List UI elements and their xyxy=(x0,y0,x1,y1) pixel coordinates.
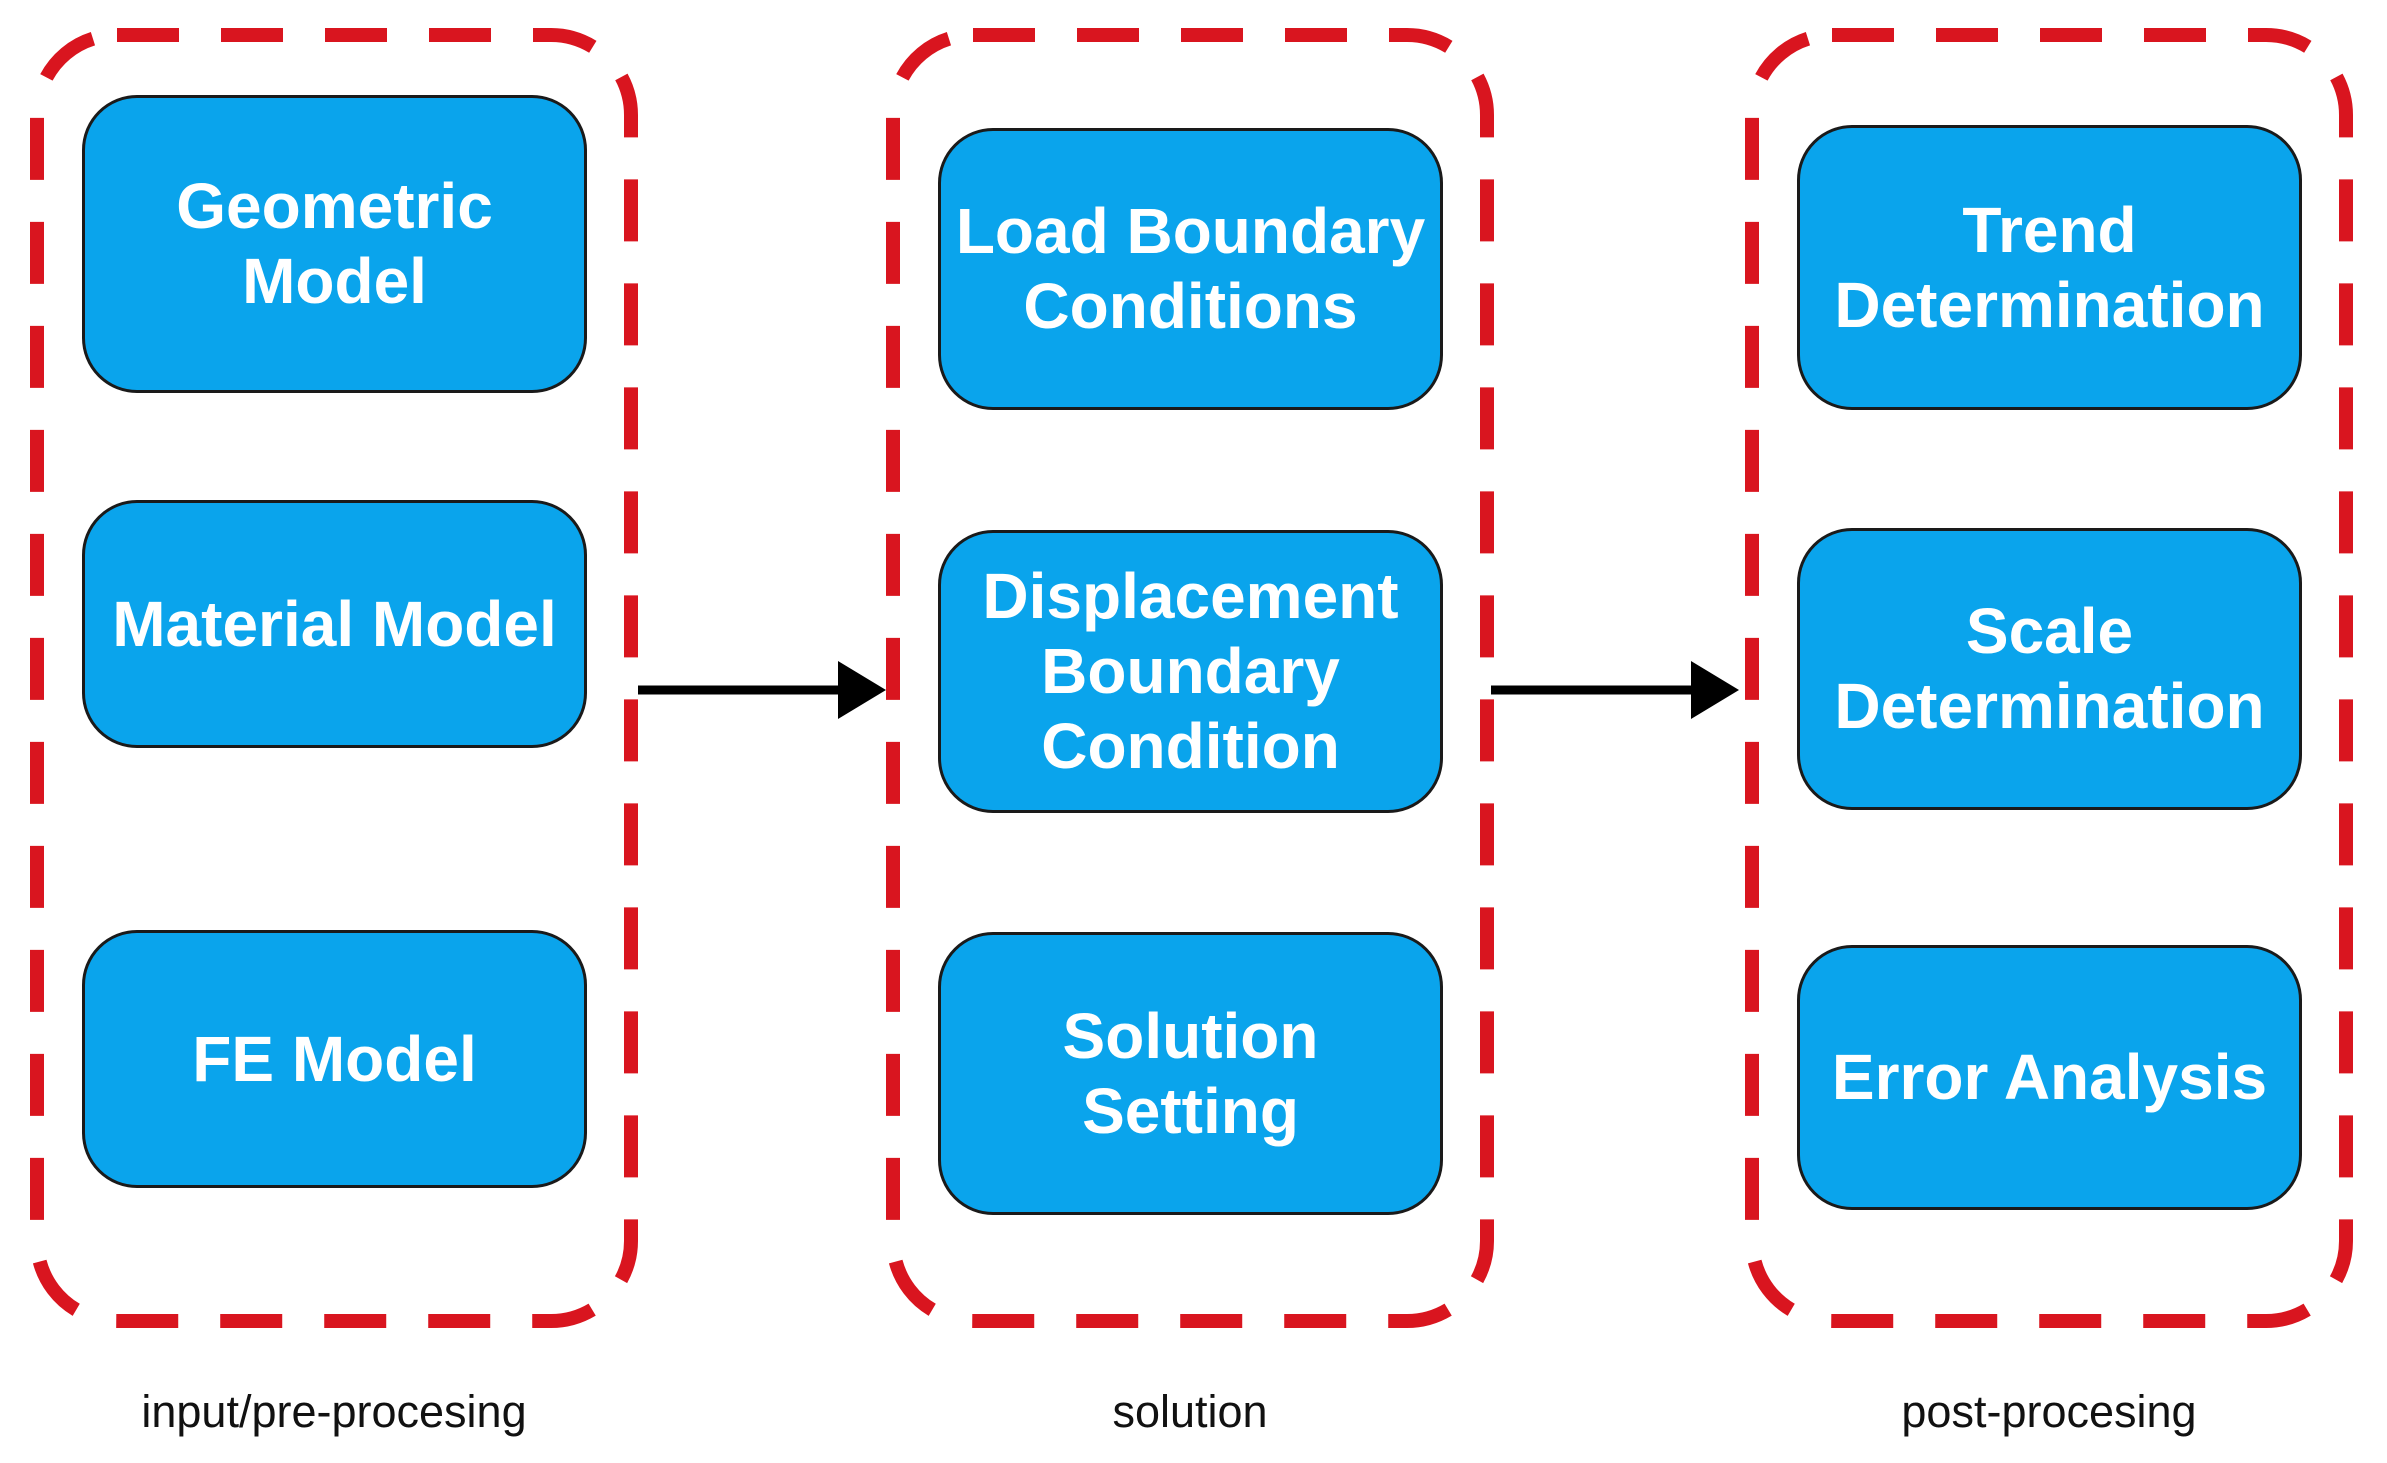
box-error-analysis: Error Analysis xyxy=(1797,945,2302,1210)
arrow-solution-to-post-processing-icon xyxy=(1491,661,1739,719)
box-solution-setting: Solution Setting xyxy=(938,932,1443,1215)
column-input-pre-processing: Geometric Model Material Model FE Model xyxy=(30,28,638,1333)
box-displacement-boundary-condition: Displacement Boundary Condition xyxy=(938,530,1443,813)
box-scale-determination: Scale Determination xyxy=(1797,528,2302,810)
box-trend-determination: Trend Determination xyxy=(1797,125,2302,410)
column-solution: Load Boundary Conditions Displacement Bo… xyxy=(886,28,1494,1333)
arrow-input-to-solution-icon xyxy=(638,661,886,719)
column-post-processing: Trend Determination Scale Determination … xyxy=(1745,28,2353,1333)
box-geometric-model: Geometric Model xyxy=(82,95,587,393)
solution-group-outline xyxy=(886,28,1494,1328)
box-load-boundary-conditions: Load Boundary Conditions xyxy=(938,128,1443,410)
column-label-solution: solution xyxy=(1112,1386,1268,1437)
box-material-model: Material Model xyxy=(82,500,587,748)
input-group-outline xyxy=(30,28,638,1328)
post-processing-group-outline xyxy=(1745,28,2353,1328)
box-fe-model: FE Model xyxy=(82,930,587,1188)
column-label-post-processing: post-procesing xyxy=(1901,1386,2197,1437)
column-label-input-pre-processing: input/pre-procesing xyxy=(141,1386,527,1437)
